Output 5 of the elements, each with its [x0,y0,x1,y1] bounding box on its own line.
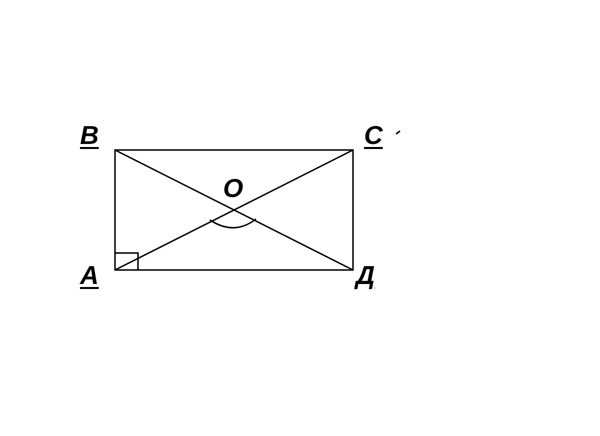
point-label: Д [356,262,375,288]
point-label: А [80,262,99,288]
point-label: О [223,175,244,201]
point-label: В [80,122,99,148]
point-label: С [364,122,383,148]
